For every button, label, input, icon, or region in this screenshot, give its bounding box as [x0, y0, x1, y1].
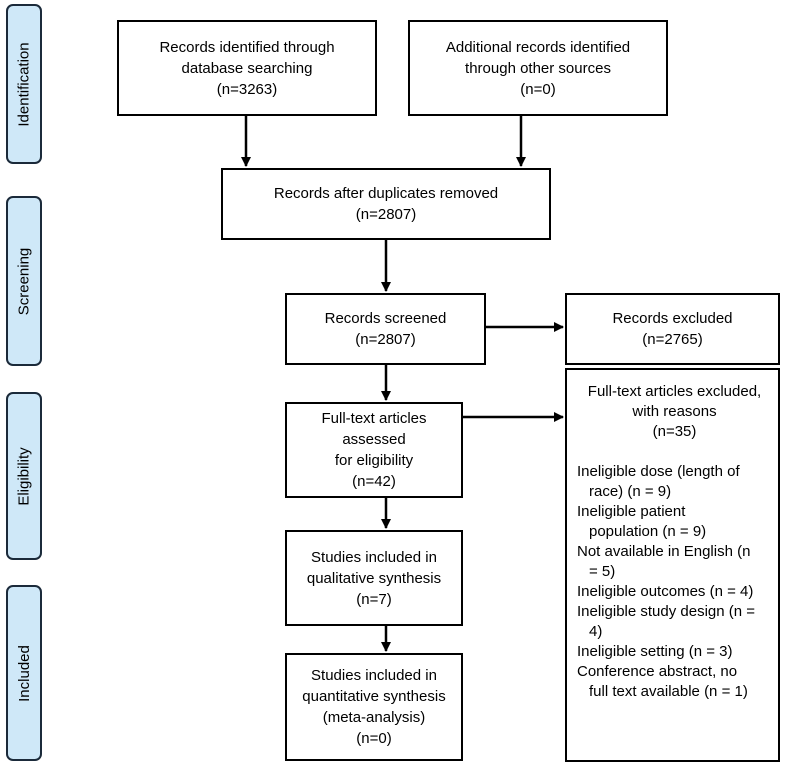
box-fulltext-excluded: Full-text articles excluded, with reason…: [565, 368, 780, 762]
box-qualitative-synthesis: Studies included in qualitative synthesi…: [285, 530, 463, 626]
reason-line: Ineligible setting (n = 3): [577, 643, 733, 660]
box-line: (n=3263): [216, 80, 278, 98]
box-line: database searching: [181, 59, 313, 77]
phase-eligibility: Eligibility: [6, 392, 42, 560]
box-line: Studies included in: [311, 548, 437, 566]
box-line: (n=0): [520, 80, 556, 98]
box-line: (n=0): [356, 730, 392, 747]
box-fulltext-assessed: Full-text articles assessed for eligibil…: [285, 402, 463, 498]
box-quantitative-synthesis: Studies included in quantitative synthes…: [285, 653, 463, 761]
reason-line: Ineligible study design (n =: [577, 603, 756, 620]
box-line: Full-text articles assessed: [321, 410, 427, 448]
box-line: for eligibility: [334, 452, 414, 469]
box-line: Records after duplicates removed: [273, 185, 499, 202]
box-line: (n=2807): [355, 206, 417, 223]
box-line: (n=7): [356, 590, 392, 608]
reason-line: population (n = 9): [589, 523, 707, 540]
reason-line: Not available in English (n: [577, 543, 751, 560]
box-line: Studies included in: [311, 667, 437, 684]
reason-line: Ineligible outcomes (n = 4): [577, 583, 754, 600]
reason-line: race) (n = 9): [589, 483, 672, 500]
box-line: (n=2765): [642, 331, 703, 348]
reason-line: Conference abstract, no: [577, 663, 738, 680]
box-line: Additional records identified: [445, 38, 631, 56]
phase-screening: Screening: [6, 196, 42, 366]
box-line: quantitative synthesis: [302, 688, 446, 705]
box-records-excluded: Records excluded (n=2765): [565, 293, 780, 365]
box-line: Records screened: [324, 310, 447, 327]
fulltext-excluded-header: Full-text articles excluded, with reason…: [577, 382, 772, 442]
box-line: (meta-analysis): [322, 709, 426, 726]
box-line: Full-text articles excluded,: [587, 383, 762, 400]
box-line: Records excluded: [612, 310, 733, 327]
box-line: Records identified through: [159, 38, 335, 56]
box-database-records: Records identified through database sear…: [117, 20, 377, 116]
reason-line: = 5): [589, 563, 616, 580]
reason-line: 4): [589, 623, 603, 640]
box-line: qualitative synthesis: [306, 569, 442, 587]
phase-identification: Identification: [6, 4, 42, 164]
box-records-screened: Records screened (n=2807): [285, 293, 486, 365]
box-line: (n=2807): [355, 331, 416, 348]
box-line: through other sources: [465, 59, 611, 77]
phase-included: Included: [6, 585, 42, 761]
box-line: with reasons: [632, 403, 717, 420]
reason-line: Ineligible dose (length of: [577, 463, 740, 480]
reason-line: full text available (n = 1): [589, 683, 748, 700]
reason-line: Ineligible patient: [577, 503, 686, 520]
box-duplicates-removed: Records after duplicates removed (n=2807…: [221, 168, 551, 240]
box-other-sources: Additional records identified through ot…: [408, 20, 668, 116]
box-line: (n=35): [652, 423, 697, 440]
box-line: (n=42): [352, 473, 396, 490]
